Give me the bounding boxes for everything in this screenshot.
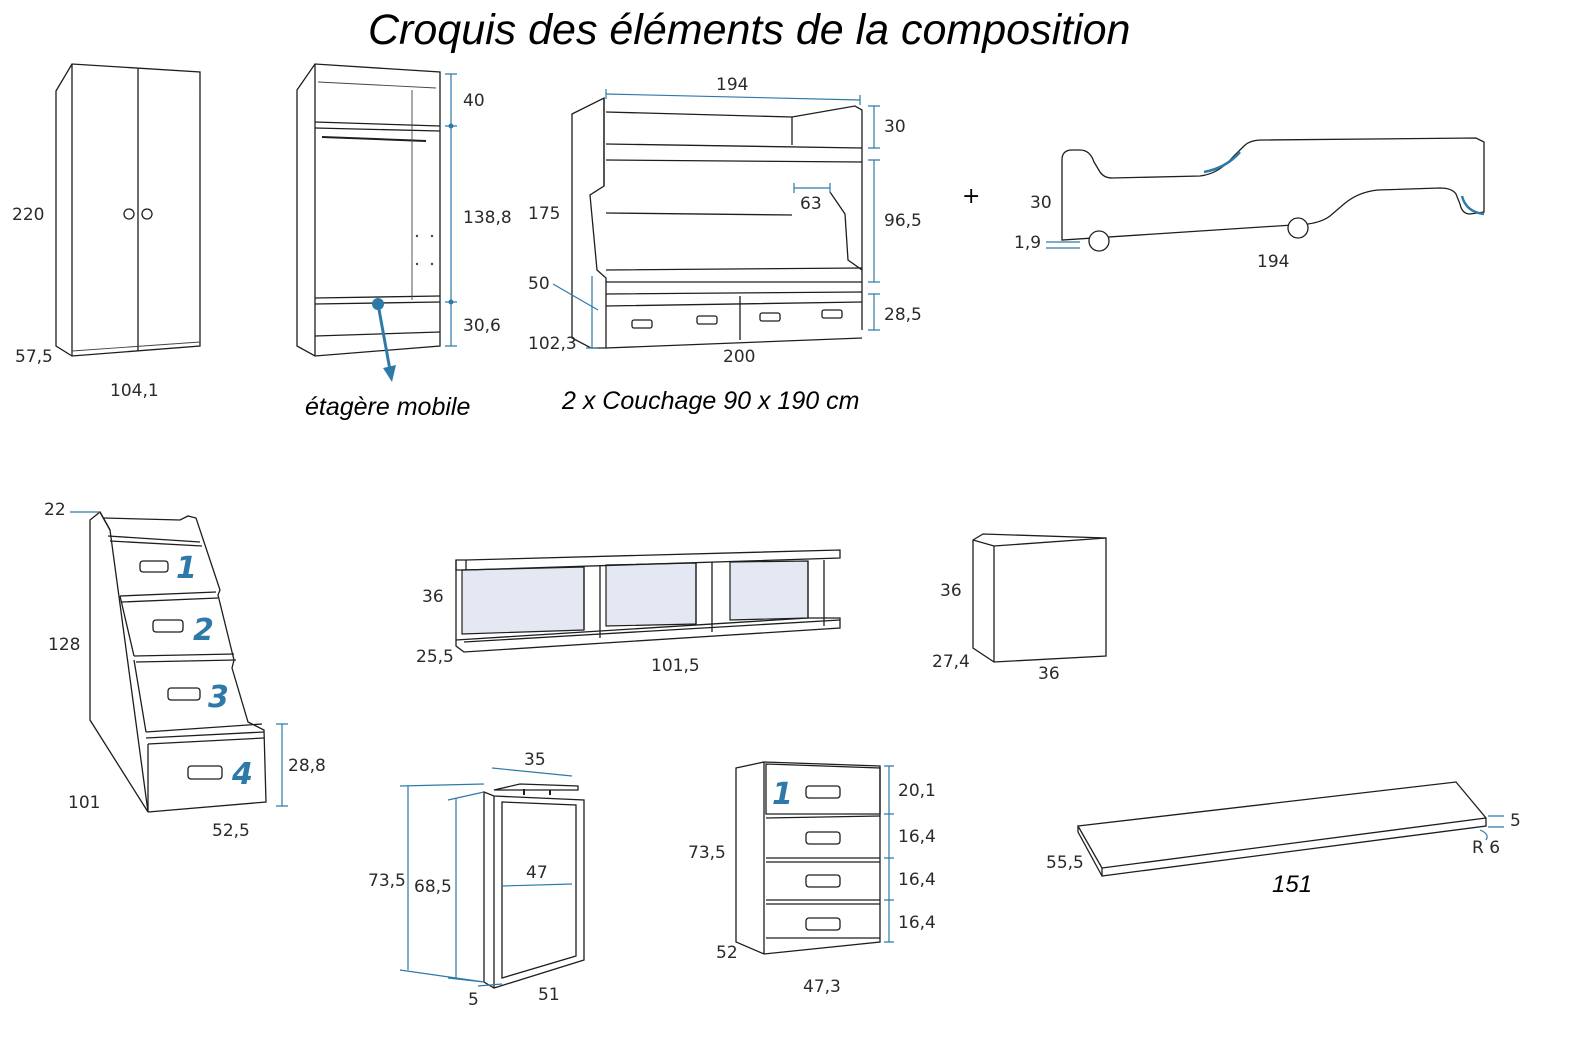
bunk-bed-dimension-lines (552, 89, 880, 349)
stair-bottom-step-label: 28,8 (288, 756, 326, 776)
trundle-length-label: 194 (1257, 252, 1289, 272)
wardrobe-open (296, 63, 441, 357)
bunk-height-label: 175 (528, 204, 560, 224)
cube-width-label: 36 (1038, 664, 1060, 684)
wardrobe-width-label: 104,1 (110, 381, 159, 401)
page-title: Croquis des éléments de la composition (368, 6, 1130, 54)
wardrobe-bottom-compartment-label: 30,6 (463, 316, 501, 336)
stair-step-number: 4 (231, 757, 253, 792)
chest-dimension-lines (884, 765, 894, 943)
wardrobe-depth-label: 57,5 (15, 347, 53, 367)
bunk-inner-label: 63 (800, 194, 822, 214)
stair-step-number: 3 (208, 680, 229, 715)
wardrobe-closed (55, 63, 201, 357)
desk-frame-height-label: 73,5 (368, 871, 406, 891)
stair-top-label: 22 (44, 500, 66, 520)
stair-step-number: 2 (193, 613, 214, 648)
chest-drawer-2-label: 16,4 (898, 827, 936, 847)
desk-frame-dimension-lines (399, 767, 573, 987)
bunk-upper-label: 96,5 (884, 211, 922, 231)
desk-top-depth-label: 55,5 (1046, 853, 1084, 873)
trundle-dimension-lines (1046, 241, 1080, 249)
chest-height-label: 73,5 (688, 843, 726, 863)
desk-top-dimension-lines (1479, 815, 1504, 841)
chest-first-drawer-number: 1 (772, 777, 793, 812)
chest-depth-label: 52 (716, 943, 738, 963)
movable-shelf-caption: étagère mobile (305, 393, 470, 421)
chest-drawer-3-label: 16,4 (898, 870, 936, 890)
chest-drawer-4-label: 16,4 (898, 913, 936, 933)
wall-shelf-depth-label: 25,5 (416, 647, 454, 667)
wardrobe-open-dimension-lines (445, 73, 457, 347)
wall-shelf (455, 549, 841, 653)
stair-width-label: 52,5 (212, 821, 250, 841)
wall-shelf-height-label: 36 (422, 587, 444, 607)
stair-depth-label: 101 (68, 793, 100, 813)
bunk-top-width-label: 194 (716, 75, 748, 95)
chest-width-label: 47,3 (803, 977, 841, 997)
chest-of-drawers (735, 761, 881, 955)
desk-frame-inner-height-label: 68,5 (414, 877, 452, 897)
bunk-depth-label: 102,3 (528, 334, 577, 354)
chest-drawer-1-label: 20,1 (898, 781, 936, 801)
stair-dimension-lines (70, 511, 288, 807)
trundle-height-label: 30 (1030, 193, 1052, 213)
bunk-drawers-label: 28,5 (884, 305, 922, 325)
cube-depth-label: 27,4 (932, 652, 970, 672)
plus-sign: + (962, 184, 980, 209)
desk-frame (483, 783, 585, 989)
wall-cube (972, 533, 1107, 663)
bunk-top-rail-label: 30 (884, 117, 906, 137)
cube-height-label: 36 (940, 581, 962, 601)
wardrobe-height-label: 220 (12, 205, 44, 225)
trundle-gap-label: 1,9 (1014, 233, 1041, 253)
stair-chest (89, 511, 267, 813)
desk-frame-width-label: 51 (538, 985, 560, 1005)
desk-top-board (1076, 781, 1487, 877)
bunk-step-label: 50 (528, 274, 550, 294)
desk-top-length-label: 151 (1272, 871, 1312, 898)
movable-shelf-pointer (372, 298, 396, 382)
desk-frame-inner-width-label: 47 (526, 863, 548, 883)
bunk-bottom-width-label: 200 (723, 347, 755, 367)
wardrobe-middle-compartment-label: 138,8 (463, 208, 512, 228)
stair-height-label: 128 (48, 635, 80, 655)
desk-frame-top-label: 35 (524, 750, 546, 770)
bunk-caption: 2 x Couchage 90 x 190 cm (561, 387, 859, 415)
wall-shelf-width-label: 101,5 (651, 656, 700, 676)
stair-step-number: 1 (176, 551, 197, 586)
desk-top-radius-label: R 6 (1472, 838, 1500, 858)
desk-frame-foot-label: 5 (468, 990, 479, 1010)
wardrobe-top-compartment-label: 40 (463, 91, 485, 111)
trundle-bed (1061, 137, 1485, 252)
bunk-bed (571, 96, 863, 349)
desk-top-thickness-label: 5 (1510, 811, 1521, 831)
